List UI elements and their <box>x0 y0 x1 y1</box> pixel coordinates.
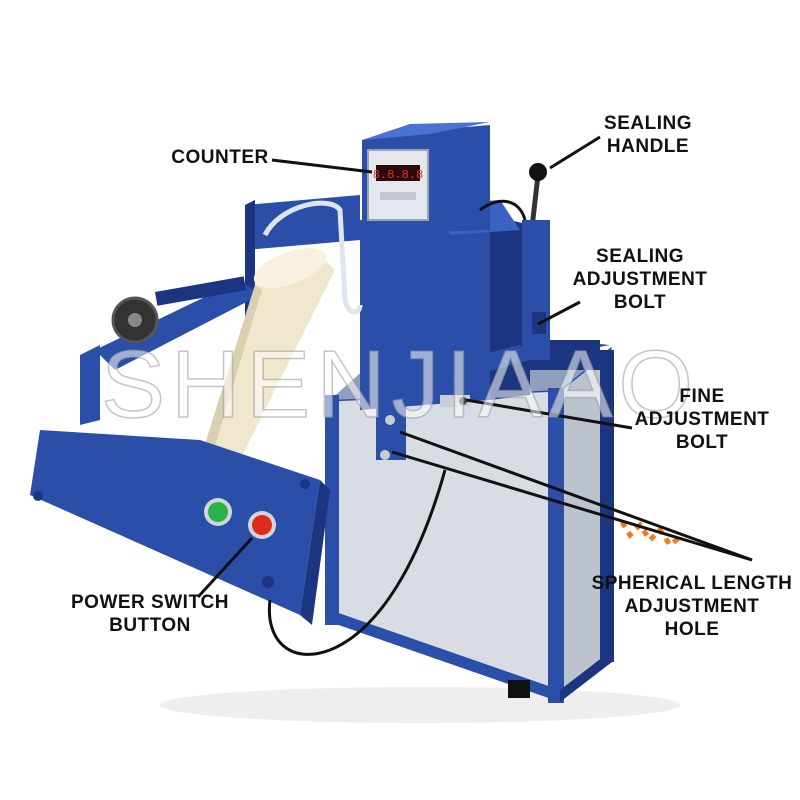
counter-box: 8.8.8.8 <box>362 122 490 232</box>
cabinet-base <box>325 346 614 704</box>
counter-leader-line <box>271 158 373 174</box>
power-cable <box>267 469 447 656</box>
label-spherical-length-adjustment-hole: SPHERICAL LENGTH ADJUSTMENT HOLE <box>588 572 796 641</box>
label-fine-adjustment-bolt: FINE ADJUSTMENT BOLT <box>622 385 782 454</box>
label-sealing-adjustment-bolt-line-1: SEALING <box>596 246 684 267</box>
control-panel <box>30 430 330 625</box>
power-switch-leader-line <box>196 536 254 599</box>
label-fine-adjustment-bolt-line-1: FINE <box>679 386 725 407</box>
sealing-handle-leader-line <box>549 135 601 170</box>
length-marker <box>619 520 682 549</box>
adjustment-rails <box>376 345 530 460</box>
sealing-handle <box>522 163 550 360</box>
label-sealing-handle: SEALING HANDLE <box>588 112 708 158</box>
label-sealing-handle-line-2: HANDLE <box>606 136 690 157</box>
label-sealing-adjustment-bolt-line-2: ADJUSTMENT <box>572 269 708 290</box>
label-fine-adjustment-bolt-line-3: BOLT <box>675 432 729 453</box>
power-switch-buttons <box>204 498 276 539</box>
label-power-switch-line-1: POWER SWITCH <box>71 592 229 613</box>
counter-display-readout: 8.8.8.8 <box>373 168 423 182</box>
sealing-adjustment-bolt-leader-line <box>537 300 581 326</box>
label-spherical-length-line-3: HOLE <box>664 619 720 640</box>
material-roll <box>200 248 335 470</box>
label-sealing-adjustment-bolt-line-3: BOLT <box>613 292 667 313</box>
label-spherical-length-line-1: SPHERICAL LENGTH <box>591 573 793 594</box>
label-counter-line: COUNTER <box>171 147 269 168</box>
label-sealing-adjustment-bolt: SEALING ADJUSTMENT BOLT <box>560 245 720 314</box>
label-counter: COUNTER <box>160 146 280 169</box>
label-power-switch-button: POWER SWITCH BUTTON <box>60 591 240 637</box>
spherical-length-leader-line-2 <box>391 450 753 562</box>
film-guide-loop <box>262 200 363 315</box>
spherical-length-leader-line-1 <box>399 430 753 562</box>
top-cable <box>479 199 527 221</box>
label-fine-adjustment-bolt-line-2: ADJUSTMENT <box>634 409 770 430</box>
label-sealing-handle-line-1: SEALING <box>604 113 692 134</box>
fine-adjustment-bolt-leader-line <box>465 398 633 430</box>
label-power-switch-line-2: BUTTON <box>109 615 191 636</box>
roll-frame <box>80 195 360 425</box>
leader-lines <box>196 135 753 599</box>
label-spherical-length-line-2: ADJUSTMENT <box>624 596 760 617</box>
floor-shadow <box>160 687 680 723</box>
